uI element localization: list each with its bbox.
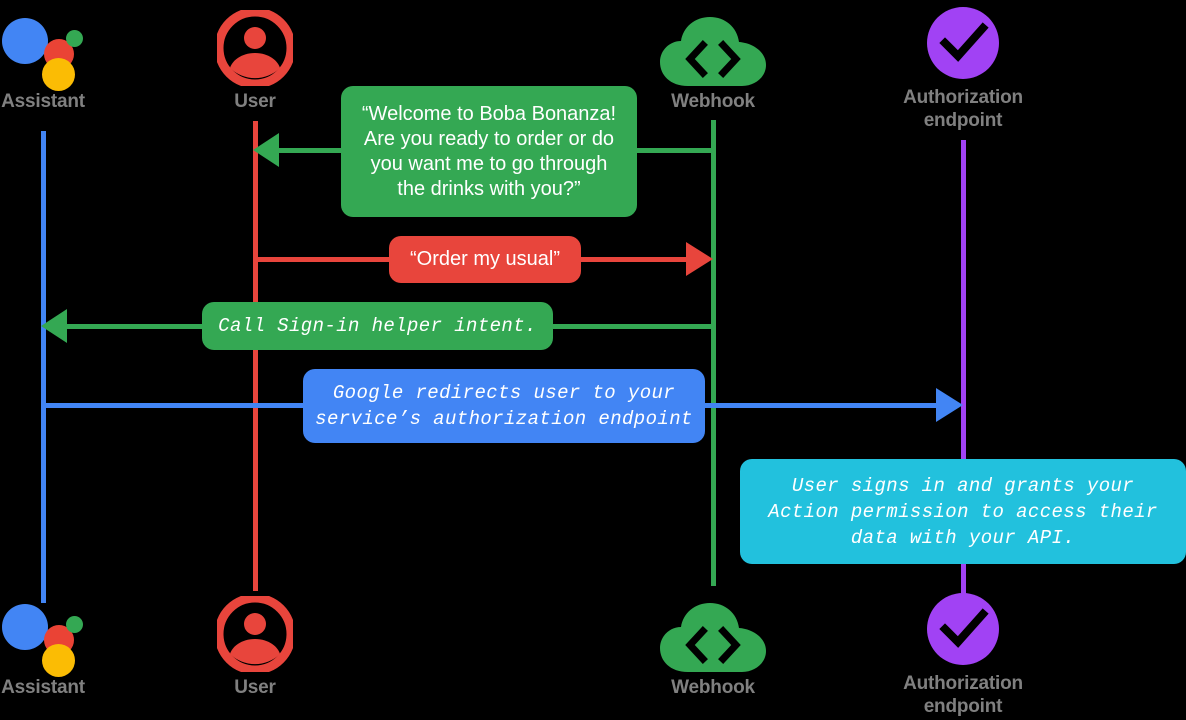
arrow-head-redirect	[936, 388, 963, 422]
message-text-welcome: “Welcome to Boba Bonanza! Are you ready …	[361, 102, 617, 200]
actor-user-bottom: User	[165, 593, 345, 699]
arrow-head-signin-helper	[41, 309, 67, 343]
actor-label-assistant: Assistant	[1, 91, 85, 112]
actor-label-user: User	[234, 677, 276, 698]
lifeline-authorization	[961, 140, 966, 595]
actor-label-user: User	[234, 91, 276, 112]
actor-assistant-bottom: Assistant	[0, 594, 133, 699]
actor-authorization-bottom: Authorization endpoint	[873, 590, 1053, 718]
actor-webhook-top: Webhook	[623, 8, 803, 113]
message-box-order: “Order my usual”	[389, 236, 581, 283]
actor-label-authorization: Authorization endpoint	[903, 87, 1023, 131]
message-text-redirect: Google redirects user to your service’s …	[315, 382, 693, 430]
lifeline-webhook	[711, 120, 716, 586]
cloud-code-icon	[657, 14, 769, 88]
lifeline-assistant	[41, 131, 46, 603]
purple-checkmark-icon	[926, 592, 1000, 666]
message-box-signin-helper: Call Sign-in helper intent.	[202, 302, 553, 350]
purple-checkmark-icon	[926, 6, 1000, 80]
lifeline-user	[253, 121, 258, 591]
actor-label-webhook: Webhook	[671, 91, 755, 112]
message-text-grant: User signs in and grants your Action per…	[768, 474, 1158, 549]
cloud-code-icon	[657, 600, 769, 674]
message-box-welcome: “Welcome to Boba Bonanza! Are you ready …	[341, 86, 637, 217]
user-avatar-icon	[214, 7, 296, 89]
message-text-order: “Order my usual”	[409, 248, 561, 270]
user-avatar-icon	[214, 593, 296, 675]
message-text-signin-helper: Call Sign-in helper intent.	[218, 315, 537, 337]
message-box-redirect: Google redirects user to your service’s …	[303, 369, 705, 443]
google-assistant-icon	[0, 594, 86, 677]
arrow-head-order	[686, 242, 713, 276]
arrow-head-welcome	[253, 133, 279, 167]
actor-label-webhook: Webhook	[671, 677, 755, 698]
actor-label-authorization: Authorization endpoint	[903, 673, 1023, 717]
actor-webhook-bottom: Webhook	[623, 594, 803, 699]
actor-authorization-top: Authorization endpoint	[873, 4, 1053, 132]
actor-assistant-top: Assistant	[0, 8, 133, 113]
actor-user-top: User	[165, 7, 345, 113]
message-box-grant: User signs in and grants your Action per…	[740, 459, 1186, 564]
google-assistant-icon	[0, 8, 86, 91]
actor-label-assistant: Assistant	[1, 677, 85, 698]
